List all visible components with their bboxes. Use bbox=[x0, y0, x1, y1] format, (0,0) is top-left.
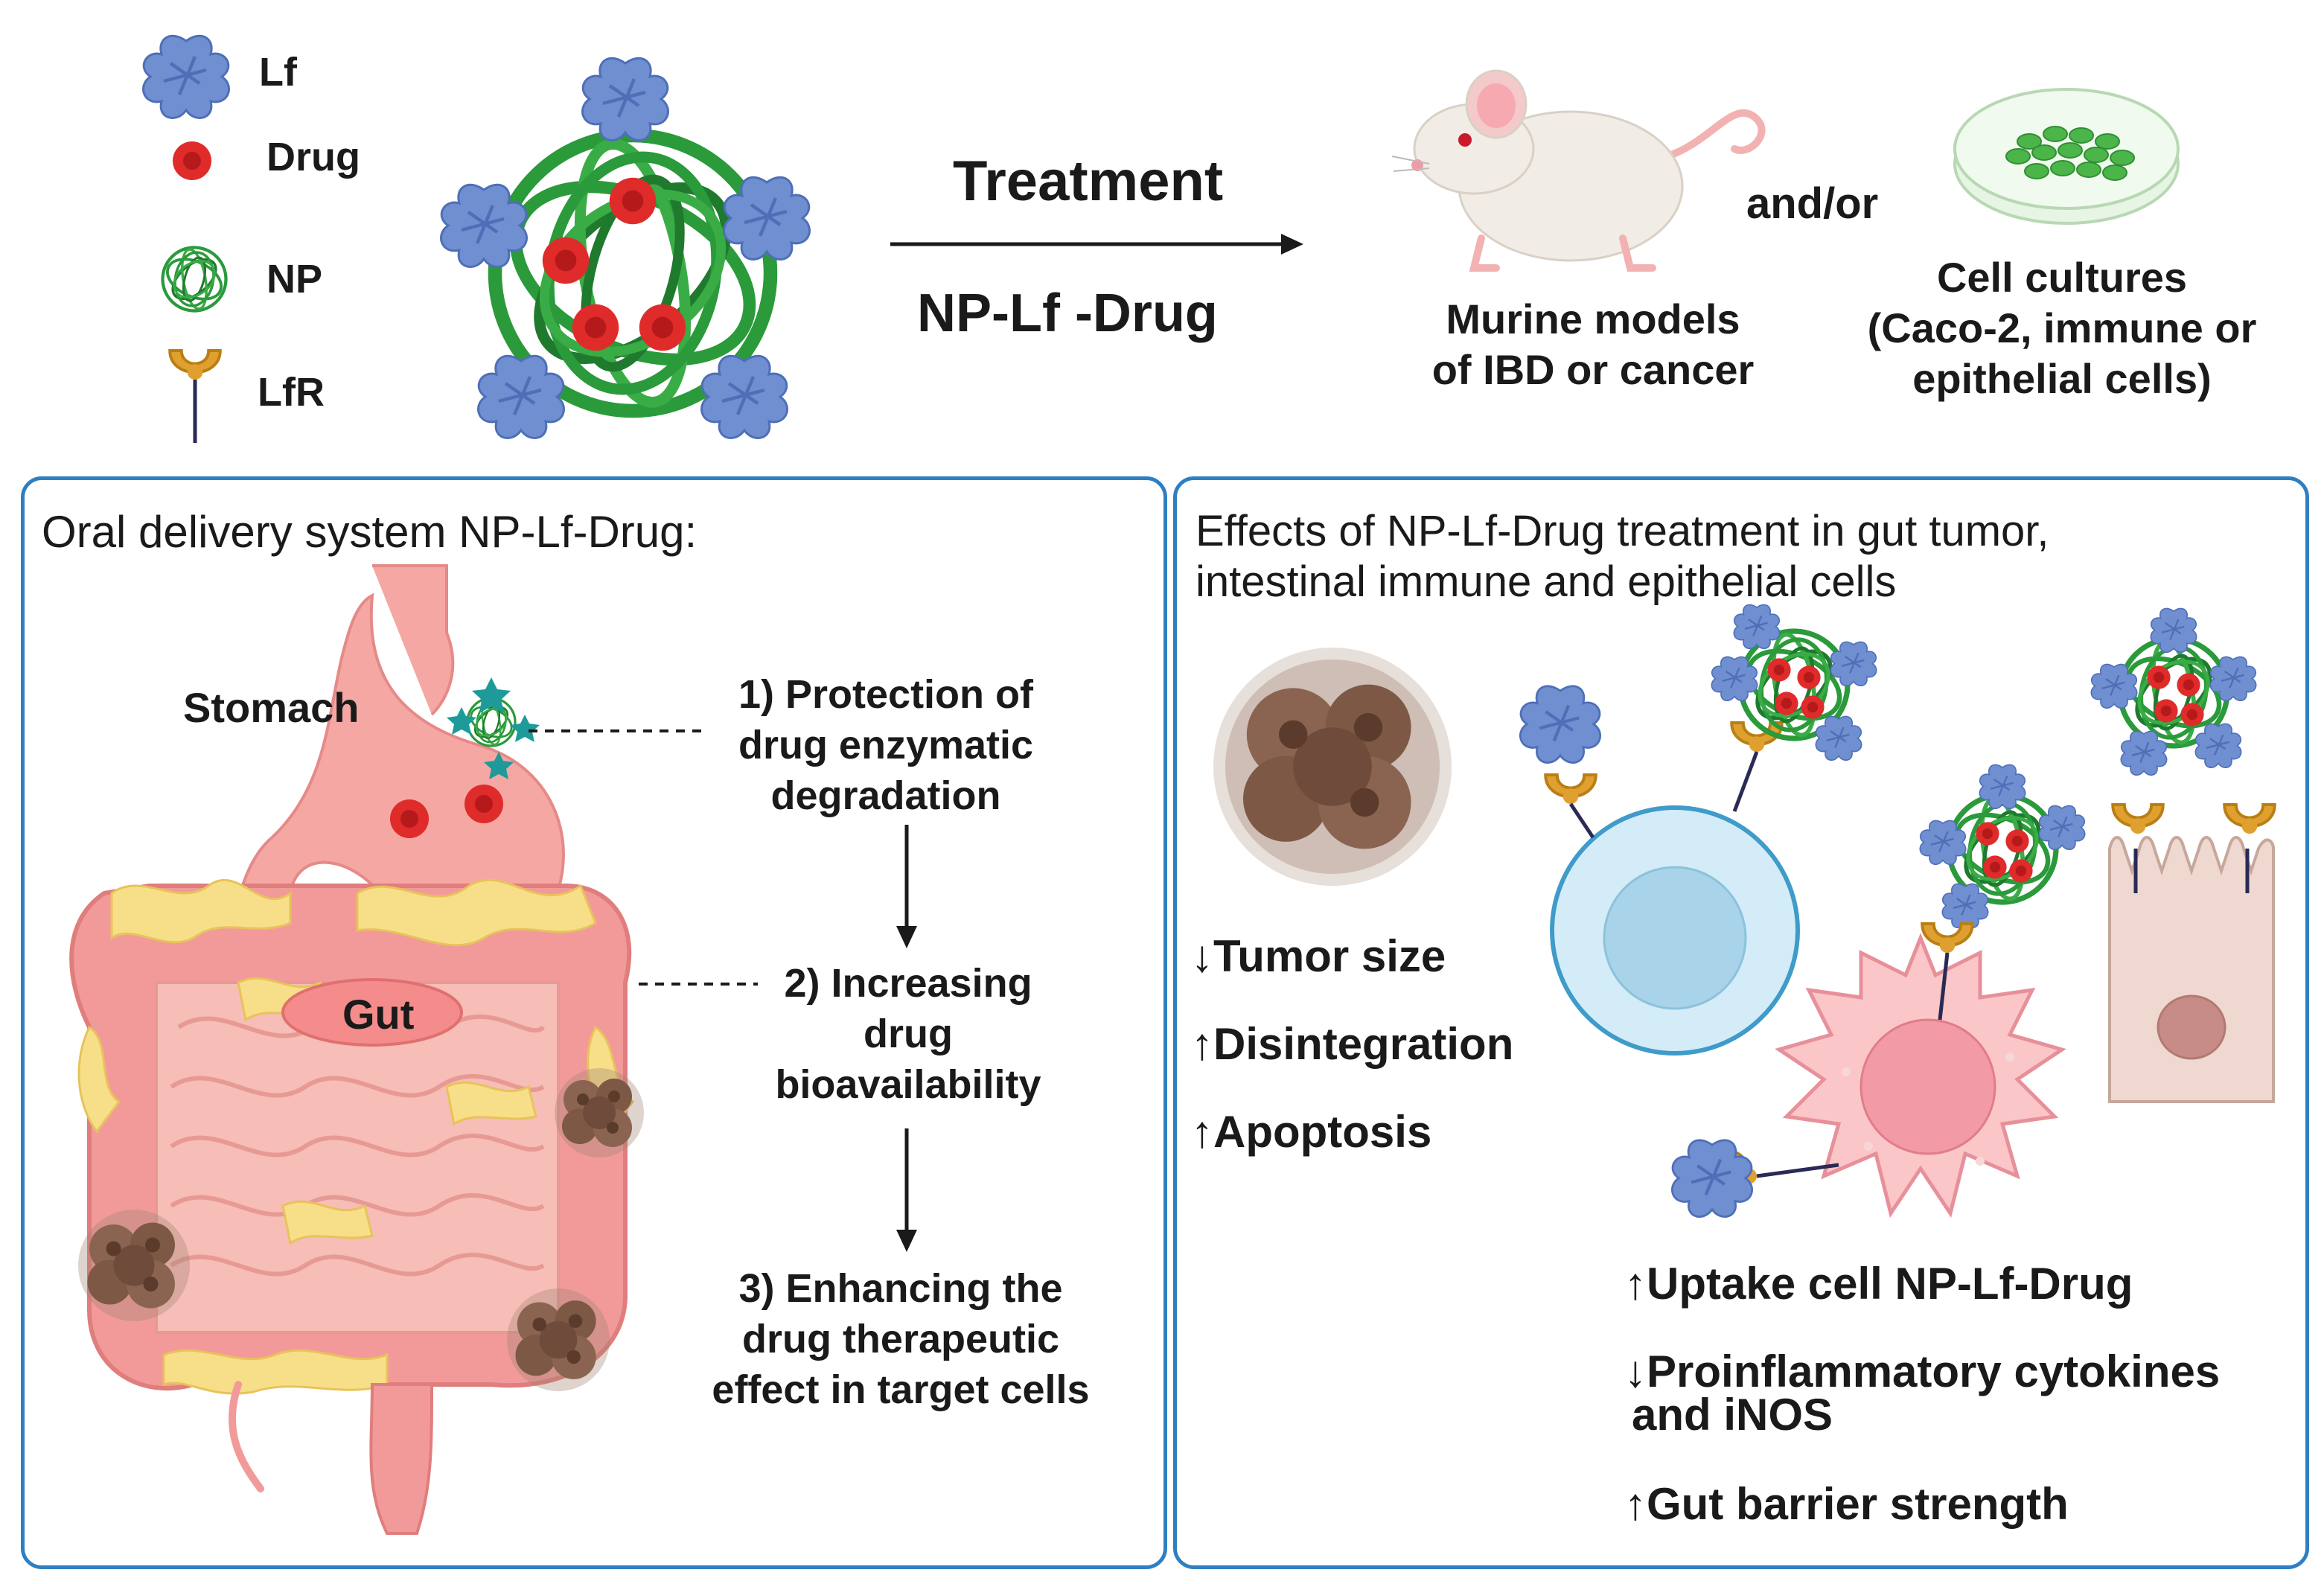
legend-lfr-icon bbox=[168, 349, 222, 443]
cells-label-1: Cell cultures bbox=[1936, 254, 2188, 301]
immune-receptor-1 bbox=[1544, 773, 1597, 839]
and-or-label: and/or bbox=[1746, 179, 1879, 228]
step1-line3: degradation bbox=[770, 773, 1001, 818]
np-free-epithelial bbox=[2090, 607, 2257, 776]
petri-dish-icon bbox=[1953, 88, 2180, 225]
step2-line3: bioavailability bbox=[775, 1062, 1041, 1107]
legend-np-icon bbox=[153, 238, 235, 320]
legend-drug-label: Drug bbox=[266, 135, 360, 179]
treatment-title: Treatment bbox=[953, 150, 1224, 213]
free-lf-icon-1 bbox=[1516, 677, 1605, 767]
arrow-up-icon: ↑ bbox=[1624, 1479, 1647, 1529]
stomach-dashed-line bbox=[529, 729, 707, 732]
stomach-label: Stomach bbox=[183, 684, 360, 731]
arrow-up-icon: ↑ bbox=[1624, 1259, 1647, 1309]
cells-label-3: epithelial cells) bbox=[1912, 355, 2212, 402]
epithelial-cell bbox=[2108, 836, 2275, 1103]
treatment-subtitle: NP-Lf -Drug bbox=[917, 284, 1218, 343]
macrophage-cell bbox=[1775, 933, 2066, 1219]
tumor-effect-3: ↑Apoptosis bbox=[1191, 1107, 1432, 1157]
epithelial-receptor-1 bbox=[2111, 803, 2165, 835]
arrow-up-icon: ↑ bbox=[1191, 1107, 1213, 1157]
step-arrow-1 bbox=[896, 825, 917, 948]
step2-line2: drug bbox=[863, 1012, 953, 1056]
mouse-illustration bbox=[1391, 69, 1766, 272]
arrow-up-icon: ↑ bbox=[1191, 1019, 1213, 1069]
legend-lfr-label: LfR bbox=[258, 370, 325, 415]
step1-line1: 1) Protection of bbox=[738, 672, 1033, 717]
np-bound-macrophage bbox=[1919, 764, 2086, 929]
cell-effect-1: ↑Uptake cell NP-Lf-Drug bbox=[1624, 1259, 2133, 1309]
treatment-arrow bbox=[890, 234, 1303, 255]
murine-label-1: Murine models bbox=[1446, 296, 1740, 342]
tumor-cluster bbox=[1213, 648, 1452, 886]
gut-dashed-line bbox=[639, 983, 758, 986]
cells-label-2: (Caco-2, immune or bbox=[1867, 304, 2257, 351]
step2-line1: 2) Increasing bbox=[784, 961, 1032, 1006]
cell-effect-3: ↑Gut barrier strength bbox=[1624, 1479, 2069, 1529]
np-bound-immune bbox=[1711, 604, 1877, 761]
epithelial-receptor-2 bbox=[2223, 803, 2276, 835]
step3-line1: 3) Enhancing the bbox=[738, 1266, 1063, 1311]
arrow-down-icon: ↓ bbox=[1624, 1347, 1647, 1396]
gut-label: Gut bbox=[342, 991, 415, 1038]
right-panel-title-1: Effects of NP-Lf-Drug treatment in gut t… bbox=[1195, 507, 2049, 555]
cell-effect-2: ↓Proinflammatory cytokines bbox=[1624, 1347, 2221, 1396]
macrophage-receptor-left bbox=[1726, 1149, 1839, 1203]
step3-line2: drug therapeutic bbox=[741, 1317, 1060, 1361]
free-lf-icon-2 bbox=[1667, 1131, 1757, 1221]
tumor-effect-1: ↓Tumor size bbox=[1191, 931, 1446, 981]
step3-line3: effect in target cells bbox=[712, 1367, 1090, 1412]
legend-np-label: NP bbox=[266, 257, 323, 301]
right-panel-title-2: intestinal immune and epithelial cells bbox=[1195, 558, 1897, 606]
legend-lf-icon bbox=[141, 30, 231, 119]
macrophage-receptor-top bbox=[1921, 922, 1974, 1021]
legend-drug-icon bbox=[173, 141, 211, 180]
murine-label-2: of IBD or cancer bbox=[1431, 346, 1755, 393]
step1-line2: drug enzymatic bbox=[738, 723, 1034, 767]
step-arrow-2 bbox=[896, 1128, 917, 1252]
arrow-down-icon: ↓ bbox=[1191, 931, 1213, 981]
np-lf-drug-particle bbox=[439, 52, 826, 439]
cell-effect-2-line2: and iNOS bbox=[1632, 1390, 1833, 1440]
digestive-tract-illustration bbox=[69, 564, 644, 1535]
immune-cell bbox=[1550, 805, 1800, 1056]
tumor-effect-2: ↑Disintegration bbox=[1191, 1019, 1514, 1069]
immune-receptor-2 bbox=[1730, 721, 1784, 812]
left-panel-title: Oral delivery system NP-Lf-Drug: bbox=[42, 507, 697, 557]
legend-lf-label: Lf bbox=[259, 50, 297, 95]
